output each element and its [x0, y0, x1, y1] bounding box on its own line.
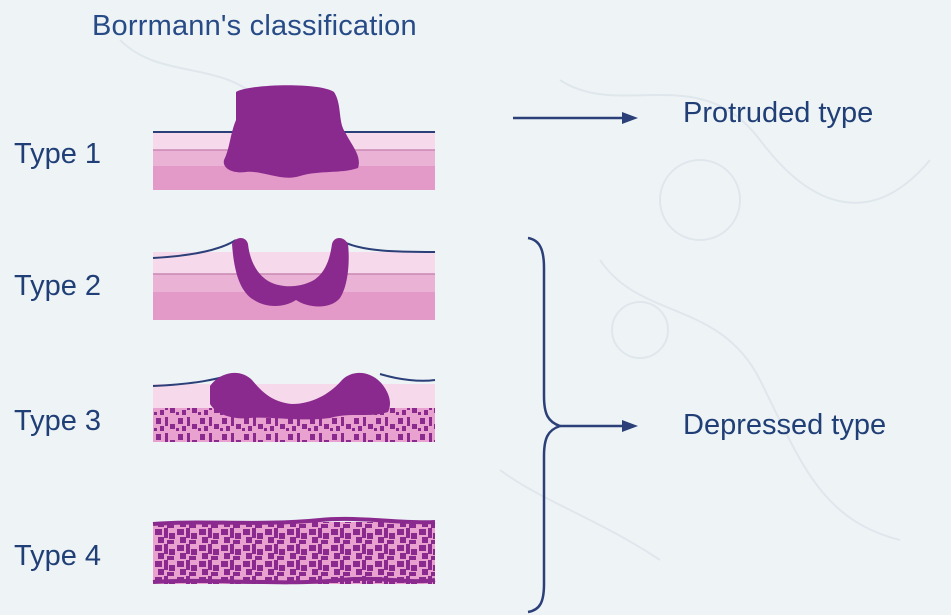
- type-3-illustration: [153, 373, 435, 442]
- depressed-brace: [528, 238, 560, 612]
- type-2-illustration: [153, 238, 435, 320]
- type-1-tumor: [224, 85, 359, 177]
- type-4-illustration: [153, 519, 435, 584]
- depressed-arrow: [560, 420, 638, 432]
- protruded-arrow: [513, 112, 638, 124]
- type-1-illustration: [153, 85, 435, 190]
